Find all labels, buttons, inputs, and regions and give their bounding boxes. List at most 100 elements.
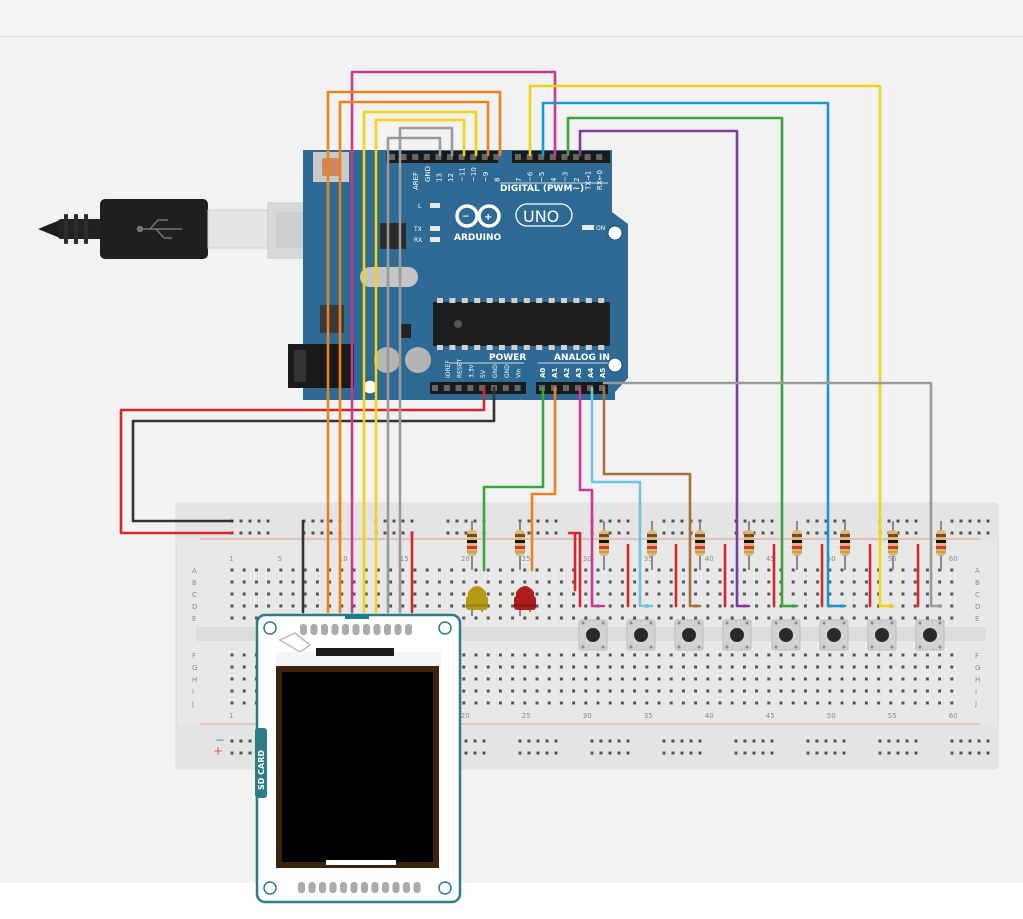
breadboard-hole[interactable] — [450, 580, 454, 584]
push-button[interactable] — [626, 619, 656, 651]
rail-hole[interactable] — [743, 739, 747, 743]
push-button[interactable] — [578, 619, 608, 651]
rail-hole[interactable] — [320, 531, 324, 535]
breadboard-hole[interactable] — [877, 677, 881, 681]
breadboard-hole[interactable] — [535, 568, 539, 572]
rail-hole[interactable] — [536, 751, 540, 755]
breadboard-hole[interactable] — [694, 677, 698, 681]
breadboard-hole[interactable] — [596, 701, 600, 705]
breadboard-hole[interactable] — [767, 604, 771, 608]
breadboard-hole[interactable] — [706, 665, 710, 669]
breadboard-hole[interactable] — [669, 677, 673, 681]
rail-hole[interactable] — [743, 519, 747, 523]
breadboard-hole[interactable] — [584, 568, 588, 572]
breadboard-hole[interactable] — [242, 592, 246, 596]
breadboard-hole[interactable] — [242, 689, 246, 693]
breadboard-hole[interactable] — [779, 677, 783, 681]
breadboard-hole[interactable] — [572, 568, 576, 572]
rail-hole[interactable] — [545, 739, 549, 743]
rail-hole[interactable] — [914, 519, 918, 523]
rail-hole[interactable] — [914, 751, 918, 755]
breadboard-hole[interactable] — [303, 604, 307, 608]
wire-a2[interactable] — [578, 386, 606, 608]
breadboard-hole[interactable] — [938, 689, 942, 693]
breadboard-hole[interactable] — [511, 568, 515, 572]
breadboard-hole[interactable] — [877, 665, 881, 669]
breadboard-hole[interactable] — [462, 568, 466, 572]
rail-hole[interactable] — [887, 519, 891, 523]
breadboard-hole[interactable] — [852, 616, 856, 620]
tft-pin[interactable] — [352, 624, 360, 635]
breadboard-hole[interactable] — [474, 653, 478, 657]
rail-hole[interactable] — [671, 751, 675, 755]
breadboard-hole[interactable] — [596, 665, 600, 669]
breadboard-hole[interactable] — [498, 689, 502, 693]
breadboard-hole[interactable] — [572, 677, 576, 681]
breadboard-hole[interactable] — [767, 653, 771, 657]
breadboard-hole[interactable] — [706, 580, 710, 584]
breadboard-hole[interactable] — [633, 689, 637, 693]
rail-hole[interactable] — [977, 531, 981, 535]
breadboard-hole[interactable] — [889, 677, 893, 681]
breadboard-hole[interactable] — [913, 580, 917, 584]
breadboard-hole[interactable] — [803, 677, 807, 681]
breadboard-hole[interactable] — [401, 592, 405, 596]
breadboard-hole[interactable] — [572, 689, 576, 693]
breadboard-hole[interactable] — [511, 592, 515, 596]
tft-pin[interactable] — [405, 624, 412, 635]
breadboard-hole[interactable] — [267, 592, 271, 596]
breadboard-hole[interactable] — [596, 592, 600, 596]
rail-hole[interactable] — [968, 739, 972, 743]
breadboard-hole[interactable] — [462, 653, 466, 657]
breadboard-hole[interactable] — [864, 580, 868, 584]
breadboard-hole[interactable] — [840, 580, 844, 584]
breadboard-hole[interactable] — [779, 701, 783, 705]
breadboard-hole[interactable] — [730, 665, 734, 669]
rail-hole[interactable] — [743, 751, 747, 755]
rail-hole[interactable] — [266, 519, 270, 523]
header-pin[interactable] — [584, 154, 591, 160]
breadboard-hole[interactable] — [828, 580, 832, 584]
rail-hole[interactable] — [599, 751, 603, 755]
breadboard-hole[interactable] — [669, 689, 673, 693]
breadboard-hole[interactable] — [242, 568, 246, 572]
breadboard-hole[interactable] — [401, 604, 405, 608]
header-pin[interactable] — [573, 154, 579, 160]
breadboard-hole[interactable] — [694, 653, 698, 657]
rail-hole[interactable] — [698, 739, 702, 743]
breadboard-hole[interactable] — [755, 689, 759, 693]
breadboard-hole[interactable] — [315, 592, 319, 596]
breadboard-hole[interactable] — [474, 616, 478, 620]
rail-hole[interactable] — [689, 739, 693, 743]
breadboard-hole[interactable] — [828, 677, 832, 681]
breadboard-hole[interactable] — [376, 592, 380, 596]
breadboard-hole[interactable] — [925, 580, 929, 584]
breadboard-hole[interactable] — [462, 604, 466, 608]
breadboard-hole[interactable] — [816, 568, 820, 572]
breadboard-hole[interactable] — [608, 616, 612, 620]
resistor[interactable] — [840, 521, 850, 570]
tft-pin[interactable] — [310, 624, 318, 635]
breadboard-hole[interactable] — [718, 592, 722, 596]
header-pin[interactable] — [538, 154, 545, 160]
breadboard-hole[interactable] — [742, 665, 746, 669]
rail-hole[interactable] — [248, 739, 252, 743]
breadboard-hole[interactable] — [242, 604, 246, 608]
header-pin[interactable] — [455, 385, 462, 391]
breadboard-hole[interactable] — [645, 580, 649, 584]
breadboard-hole[interactable] — [559, 616, 563, 620]
breadboard-hole[interactable] — [864, 701, 868, 705]
rail-hole[interactable] — [761, 531, 765, 535]
rail-hole[interactable] — [248, 519, 252, 523]
rail-hole[interactable] — [671, 739, 675, 743]
breadboard-hole[interactable] — [681, 616, 685, 620]
rail-hole[interactable] — [770, 739, 774, 743]
rail-hole[interactable] — [383, 519, 387, 523]
header-pin[interactable] — [515, 154, 521, 160]
rail-hole[interactable] — [473, 739, 477, 743]
breadboard-hole[interactable] — [803, 592, 807, 596]
rail-hole[interactable] — [905, 739, 909, 743]
breadboard-hole[interactable] — [645, 689, 649, 693]
